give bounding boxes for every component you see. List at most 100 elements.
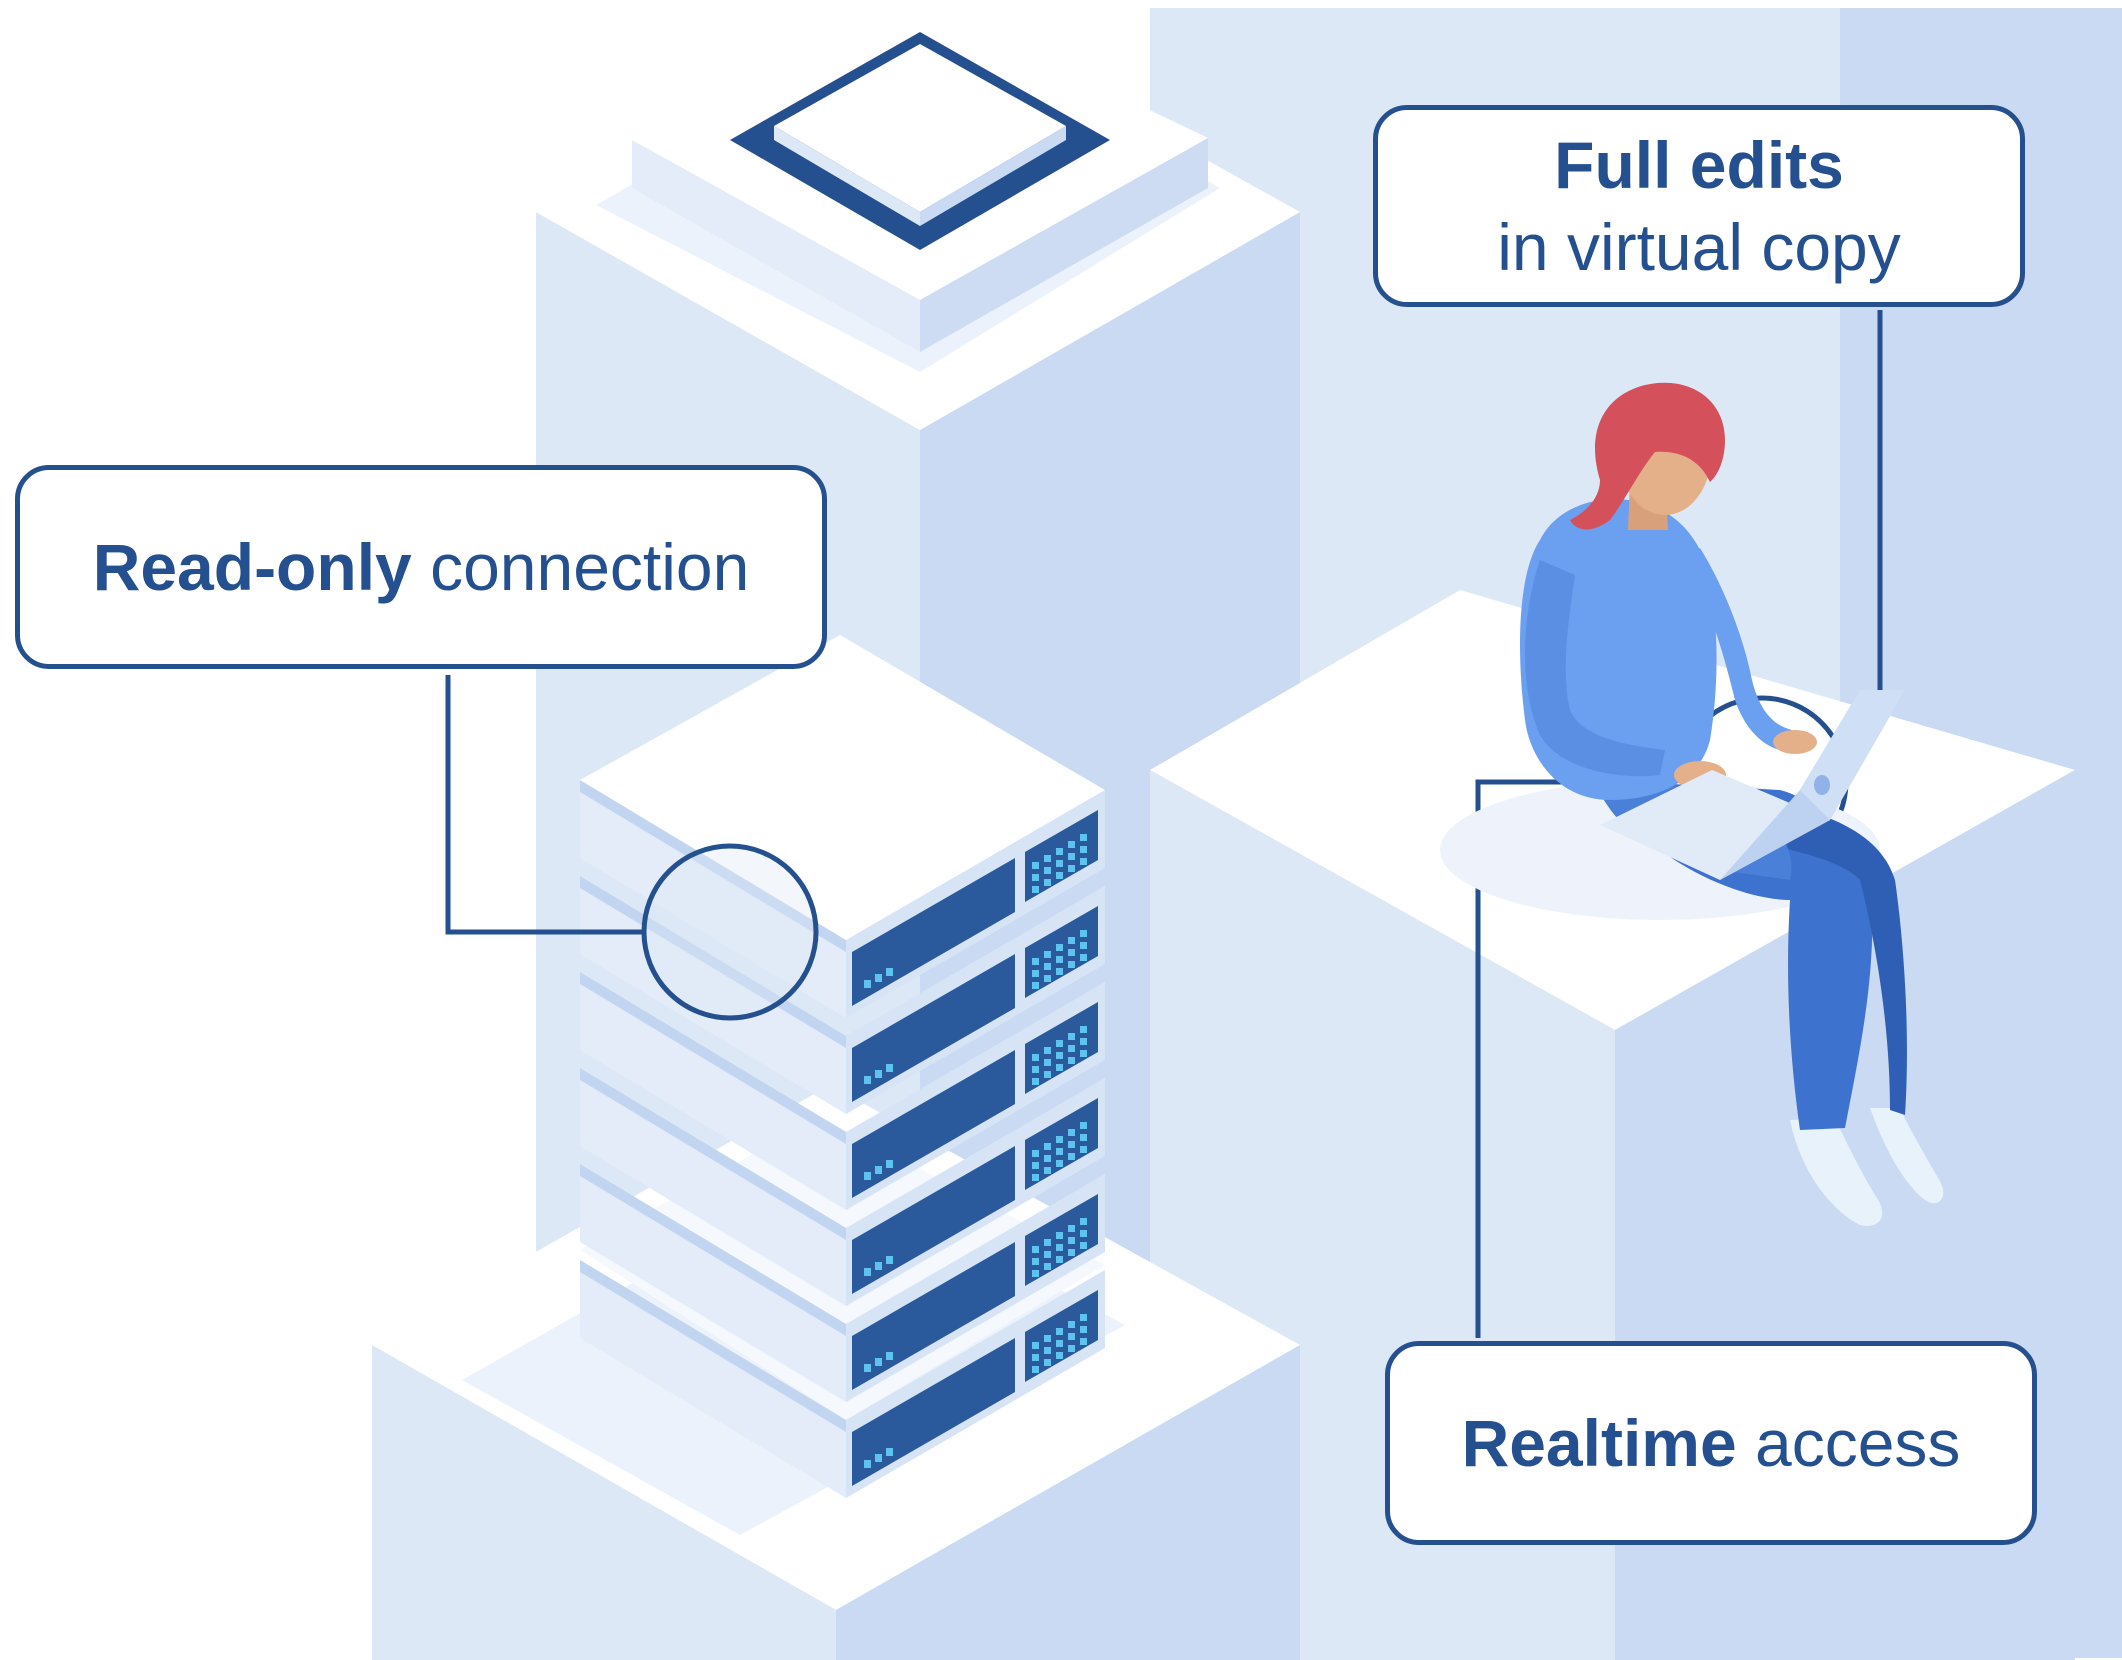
server-led [1056, 1244, 1063, 1251]
server-led [1068, 841, 1075, 848]
server-led [864, 1076, 871, 1084]
server-vent [1025, 1098, 1098, 1190]
server-led [1032, 970, 1039, 977]
server-led [1056, 1040, 1063, 1047]
server-led [875, 1454, 882, 1462]
server-led [886, 1352, 893, 1360]
server-led [1056, 1328, 1063, 1335]
server-led [1080, 1230, 1087, 1237]
server-led [1044, 1359, 1051, 1366]
server-led [1080, 1122, 1087, 1129]
server-led [875, 1262, 882, 1270]
callout-read-only-text: Read-only connection [93, 526, 750, 609]
server-led [864, 980, 871, 988]
callout-read-only-bold: Read-only [92, 529, 412, 604]
server-led [875, 1166, 882, 1174]
server-led [1044, 1071, 1051, 1078]
callout-realtime-light: access [1736, 1405, 1961, 1480]
server-led [1056, 968, 1063, 975]
server-led [1032, 982, 1039, 989]
server-led [1068, 865, 1075, 872]
callout-realtime-access: Realtime access [1385, 1341, 2037, 1545]
server-led [886, 968, 893, 976]
server-led [1032, 1342, 1039, 1349]
server-led [1056, 1052, 1063, 1059]
server-led [1044, 1251, 1051, 1258]
server-led [1068, 853, 1075, 860]
server-unit [580, 780, 1105, 1018]
server-led [1068, 1237, 1075, 1244]
server-led [1032, 1246, 1039, 1253]
zoom-circle-read-only [641, 843, 819, 1021]
server-led [875, 1070, 882, 1078]
server-led [1068, 1321, 1075, 1328]
server-led [1056, 1340, 1063, 1347]
server-led [1068, 1033, 1075, 1040]
server-led [1032, 1270, 1039, 1277]
server-led [1044, 963, 1051, 970]
server-led [1032, 886, 1039, 893]
callout-full-edits-light: in virtual copy [1497, 210, 1901, 284]
server-led [1080, 1134, 1087, 1141]
callout-full-edits-bold-line: Full edits [1554, 124, 1844, 207]
server-led [1032, 1174, 1039, 1181]
callout-full-edits-bold: Full edits [1554, 127, 1844, 202]
server-vent [1025, 906, 1098, 998]
server-led [1032, 958, 1039, 965]
server-unit [580, 972, 1105, 1210]
server-led [1044, 1143, 1051, 1150]
server-led [1056, 872, 1063, 879]
person-with-laptop-icon [1440, 382, 1944, 1226]
server-unit [580, 1260, 1105, 1498]
server-led [1044, 1167, 1051, 1174]
server-led [1080, 1146, 1087, 1153]
server-led [1044, 951, 1051, 958]
server-led [1068, 1057, 1075, 1064]
server-led [1032, 1078, 1039, 1085]
server-led [1056, 848, 1063, 855]
server-led [1080, 942, 1087, 949]
server-led [875, 1358, 882, 1366]
server-led [1080, 1242, 1087, 1249]
callout-realtime-bold: Realtime [1461, 1405, 1737, 1480]
chip-icon [730, 32, 1110, 250]
server-led [1032, 1366, 1039, 1373]
server-led [1032, 1150, 1039, 1157]
server-led [1044, 879, 1051, 886]
server-led [1056, 860, 1063, 867]
server-led [1044, 1155, 1051, 1162]
callout-realtime-text: Realtime access [1462, 1402, 1961, 1485]
server-led [1044, 975, 1051, 982]
server-led [864, 1172, 871, 1180]
server-led [1056, 1232, 1063, 1239]
server-led [1056, 1352, 1063, 1359]
server-led [1044, 1239, 1051, 1246]
server-led [1068, 949, 1075, 956]
server-led [1080, 1314, 1087, 1321]
server-led [1044, 867, 1051, 874]
server-led [1044, 855, 1051, 862]
server-led [1044, 1335, 1051, 1342]
server-led [1080, 954, 1087, 961]
server-led [1056, 1256, 1063, 1263]
server-led [1032, 1066, 1039, 1073]
server-led [1044, 1263, 1051, 1270]
server-led [1068, 1141, 1075, 1148]
server-led [1032, 1054, 1039, 1061]
server-led [1056, 1136, 1063, 1143]
server-led [1068, 937, 1075, 944]
server-led [1080, 1026, 1087, 1033]
server-led [1056, 944, 1063, 951]
server-led [1068, 1249, 1075, 1256]
server-led [875, 974, 882, 982]
connector-lines [445, 310, 1883, 1338]
server-led [1080, 1338, 1087, 1345]
server-led [1068, 1153, 1075, 1160]
server-led [1032, 1354, 1039, 1361]
server-led [1068, 1225, 1075, 1232]
server-led [1068, 1333, 1075, 1340]
server-led [1068, 1045, 1075, 1052]
server-led [1080, 834, 1087, 841]
server-vent [1025, 1290, 1098, 1382]
server-led [1080, 1326, 1087, 1333]
